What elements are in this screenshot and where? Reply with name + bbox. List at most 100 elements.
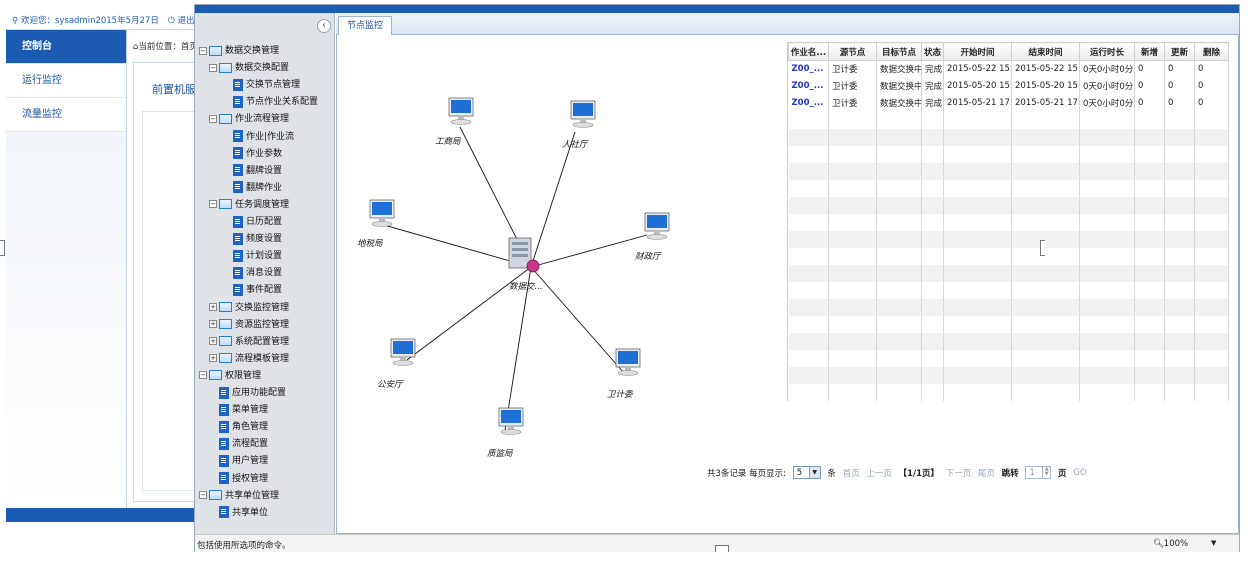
tree-item[interactable]: 用户管理 [219,453,268,470]
computer-icon[interactable] [448,97,474,125]
computer-icon[interactable] [570,100,596,128]
column-header[interactable]: 目标节点 [876,42,922,61]
tree-item[interactable]: 角色管理 [219,419,268,436]
tree-item-label: 频度设置 [246,234,283,245]
tree-item[interactable]: −任务调度管理 [209,197,289,214]
empty-cell [921,230,944,248]
next-page-link[interactable]: 下一页 [945,468,972,479]
tree-item[interactable]: 菜单管理 [219,402,268,419]
tree-item-label: 事件配置 [246,285,283,296]
tree-item[interactable]: 消息设置 [233,265,282,282]
column-header[interactable]: 更新 [1164,42,1195,61]
collapse-toggle-icon[interactable]: − [209,63,217,72]
page-size-select[interactable]: 5▼ [792,466,821,479]
expand-toggle-icon[interactable]: + [209,354,217,363]
jump-page-input[interactable]: 1▲▼ [1025,466,1052,479]
expand-toggle-icon[interactable]: + [209,320,217,329]
column-header[interactable]: 开始时间 [943,42,1012,61]
computer-icon[interactable] [644,212,670,240]
collapse-toggle-icon[interactable]: − [199,46,207,55]
tree-item[interactable]: 作业|作业流 [233,129,294,146]
nav-traffic-monitor[interactable]: 流量监控 [6,98,126,132]
empty-cell [1079,264,1135,282]
tree-item[interactable]: +系统配置管理 [209,334,289,351]
zoom-level[interactable]: 🔍︎100% [1153,539,1189,549]
column-header[interactable]: 结束时间 [1011,42,1080,61]
server-icon[interactable] [508,237,540,273]
tree-item-label: 资源监控管理 [235,319,290,330]
column-header[interactable]: 新增 [1134,42,1165,61]
tree-item[interactable]: −共享单位管理 [199,488,279,505]
tree-item[interactable]: 翻牌作业 [233,180,282,197]
expand-toggle-icon[interactable]: + [209,337,217,346]
tree-item[interactable]: −权限管理 [199,368,261,385]
empty-cell [943,247,1012,265]
tree-item[interactable]: 计划设置 [233,248,282,265]
tree-item[interactable]: 共享单位 [219,505,268,522]
empty-cell [943,128,1012,146]
column-header[interactable]: 作业名... [788,42,829,61]
go-button[interactable]: GO [1073,467,1087,478]
column-header[interactable]: 删除 [1194,42,1229,61]
column-header[interactable]: 状态 [921,42,944,61]
tree-item[interactable]: 翻牌设置 [233,163,282,180]
last-page-link[interactable]: 尾页 [977,468,995,479]
splitter-grip-icon[interactable] [715,545,729,552]
collapse-toggle-icon[interactable]: − [209,200,217,209]
tree-item[interactable]: +流程模板管理 [209,351,289,368]
back-topbar: ⚲ 欢迎您：sysadmin2015年5月27日 ⏻ 退出 [6,8,198,30]
tree-item[interactable]: 作业参数 [233,146,282,163]
zoom-dropdown-icon[interactable]: ▼ [1211,539,1217,547]
spinner-icon[interactable]: ▲▼ [1042,467,1050,478]
left-splitter-handle[interactable] [0,240,5,256]
tree-item[interactable]: + 资源监控管理 [209,317,289,334]
prev-page-link[interactable]: 上一页 [866,468,892,479]
computer-icon[interactable] [369,199,395,227]
nav-console[interactable]: 控制台 [6,30,126,64]
empty-cell [876,383,922,401]
tree-item-label: 计划设置 [246,251,283,262]
nav-run-monitor[interactable]: 运行监控 [6,64,126,98]
computer-icon[interactable] [498,407,524,435]
job-name-link[interactable]: Z00_... [788,94,829,112]
column-header[interactable]: 运行时长 [1079,42,1135,61]
tab-node-monitor[interactable]: 节点监控 [338,16,393,35]
empty-cell [921,179,944,197]
right-splitter-handle[interactable] [1040,240,1045,256]
tree-item[interactable]: 交换节点管理 [233,77,300,94]
tree-item[interactable]: −数据交换配置 [209,60,289,77]
collapse-toggle-icon[interactable]: − [199,491,207,500]
tree-item[interactable]: +交换监控管理 [209,300,289,317]
expand-toggle-icon[interactable]: + [209,303,217,311]
collapse-toggle-icon[interactable]: − [209,114,217,123]
status-text: 包括使用所选项的命令。 [197,541,291,551]
topology-link [530,234,648,268]
job-name-link[interactable]: Z00_... [788,77,829,95]
tree-item-label: 菜单管理 [232,405,269,416]
tree-item[interactable]: −数据交换管理 [199,43,279,60]
tree-item[interactable]: 应用功能配置 [219,385,286,402]
column-header[interactable]: 源节点 [828,42,877,61]
tree-item[interactable]: −作业流程管理 [209,111,289,128]
tree-item[interactable]: 日历配置 [233,214,282,231]
empty-cell [1079,349,1135,367]
tree-item[interactable]: 节点作业关系配置 [233,94,318,111]
tree-item[interactable]: 频度设置 [233,231,282,248]
computer-icon[interactable] [615,348,641,376]
empty-cell [828,111,877,129]
tree-item[interactable]: 事件配置 [233,282,282,299]
empty-cell [828,230,877,248]
collapse-toggle-icon[interactable]: − [199,371,207,380]
logout-link[interactable]: ⏻ 退出 [168,16,195,26]
empty-cell [1194,281,1229,299]
first-page-link[interactable]: 首页 [842,468,860,479]
computer-icon[interactable] [390,338,416,366]
tree-item[interactable]: 授权管理 [219,471,268,488]
tree-item[interactable]: 流程配置 [219,436,268,453]
empty-cell [1079,366,1135,384]
collapse-icon[interactable]: ‹ [317,19,331,33]
job-name-link[interactable]: Z00_... [788,60,829,78]
